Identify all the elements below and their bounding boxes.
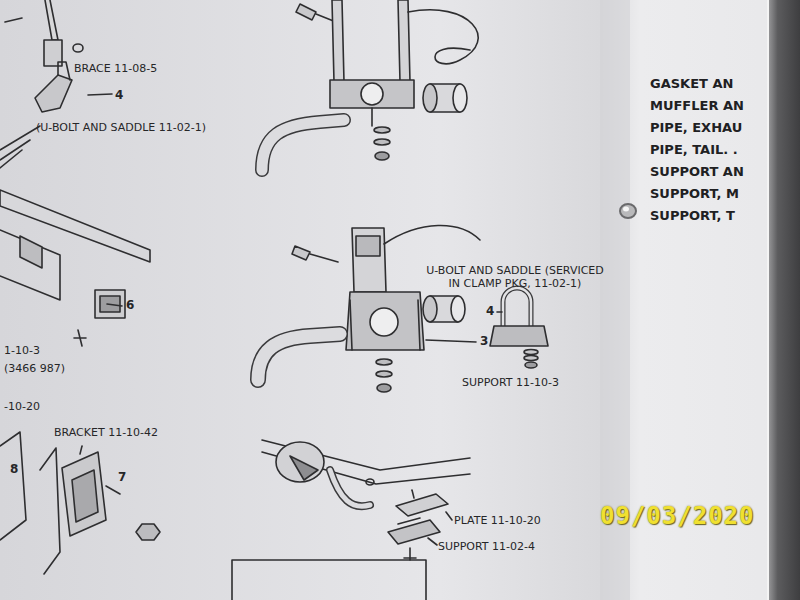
- leader-line: [88, 94, 112, 95]
- leader-line: [497, 311, 502, 313]
- part-name: SUPPORT 11-10-3: [462, 376, 559, 389]
- callout-number: 8: [10, 462, 18, 476]
- callout-number: 4: [486, 304, 494, 318]
- binder-ring: [620, 204, 636, 218]
- index-entry: GASKET AN: [650, 76, 733, 92]
- index-entry: MUFFLER AN: [650, 98, 744, 114]
- part-name: 1-10-3: [4, 344, 40, 357]
- part-name: (U-BOLT AND SADDLE 11-02-1): [36, 121, 206, 134]
- part-name: SUPPORT 11-02-4: [438, 540, 535, 553]
- index-entry: SUPPORT, M: [650, 186, 739, 202]
- part-name: BRACE 11-08-5: [74, 62, 157, 75]
- callout-number: 4: [115, 88, 123, 102]
- leader-line: [107, 304, 122, 306]
- part-name: -10-20: [4, 400, 40, 413]
- part-name: PLATE 11-10-20: [454, 514, 541, 527]
- leader-line: [5, 18, 22, 22]
- date-stamp: 09/03/2020: [600, 502, 755, 531]
- part-name: U-BOLT AND SADDLE (SERVICED IN CLAMP PKG…: [424, 264, 606, 290]
- index-entry: SUPPORT, T: [650, 208, 735, 224]
- exhaust-parts: [0, 0, 548, 600]
- callout-number: 3: [480, 334, 488, 348]
- leader-line: [428, 538, 437, 545]
- part-name: BRACKET 11-10-42: [54, 426, 158, 439]
- leader-line: [426, 340, 476, 342]
- leader-line: [446, 512, 452, 520]
- callout-number: 6: [126, 298, 134, 312]
- index-entry: PIPE, TAIL. .: [650, 142, 738, 158]
- part-number: (3466 987): [4, 362, 65, 375]
- index-entry: SUPPORT AN: [650, 164, 744, 180]
- callout-number: 7: [118, 470, 126, 484]
- leader-line: [80, 446, 82, 454]
- index-entry: PIPE, EXHAU: [650, 120, 742, 136]
